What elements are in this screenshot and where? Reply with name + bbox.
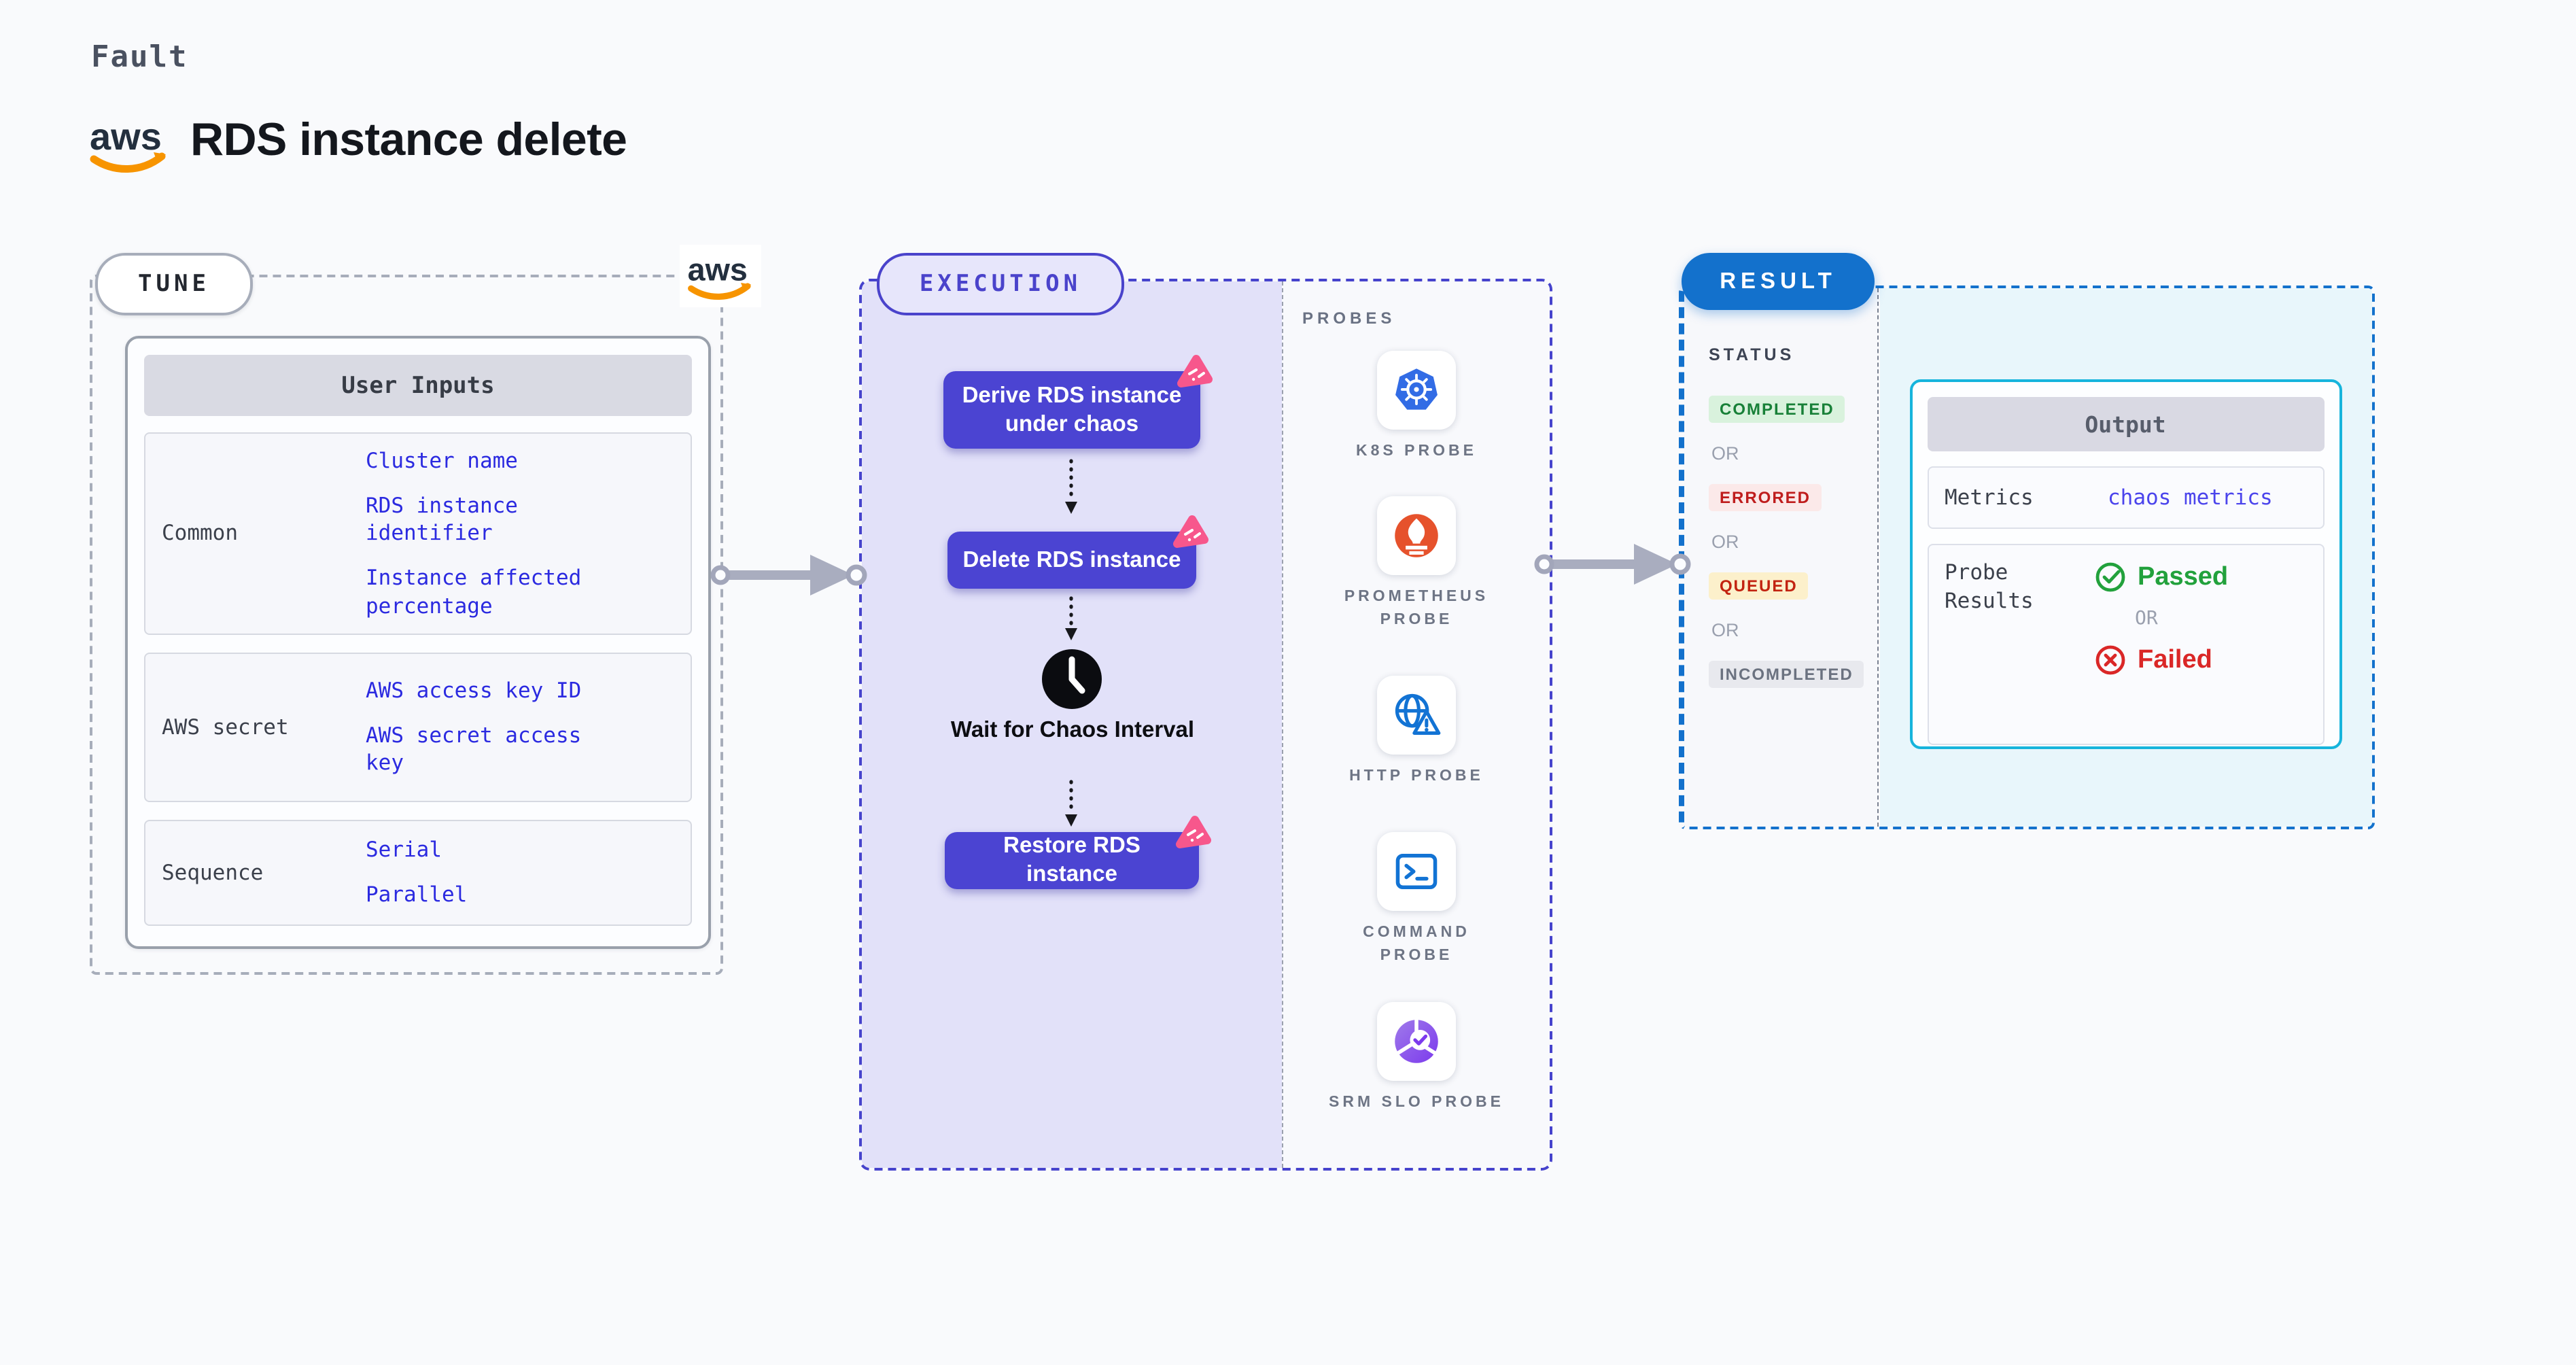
tune-pill: TUNE: [95, 253, 253, 315]
user-inputs-card: User Inputs Common Cluster name RDS inst…: [125, 336, 711, 949]
status-badge-errored: ERRORED: [1709, 484, 1822, 511]
input-value: Instance affected percentage: [366, 566, 582, 619]
execution-flow-pane: Derive RDS instance under chaos Delete R…: [862, 281, 1282, 1168]
status-heading: STATUS: [1709, 345, 1795, 364]
step-label: Derive RDS instance under chaos: [962, 383, 1182, 436]
flow-connector-icon: [1065, 596, 1077, 640]
user-inputs-row-aws-secret: AWS secret AWS access key ID AWS secret …: [144, 652, 692, 802]
passed-label: Passed: [2138, 562, 2229, 591]
probe-result-passed: Passed: [2094, 561, 2228, 593]
probe-label: K8S PROBE: [1356, 443, 1477, 460]
fault-kicker: Fault: [91, 41, 188, 75]
metrics-value: chaos metrics: [2108, 485, 2273, 510]
probes-pane: PROBES K8S PROBE: [1282, 281, 1550, 1168]
svg-text:aws: aws: [688, 252, 748, 288]
result-section: STATUS COMPLETED OR ERRORED OR QUEUED OR…: [1679, 286, 2375, 829]
command-probe-icon: [1377, 832, 1456, 911]
page-title: RDS instance delete: [190, 114, 627, 166]
status-badge-queued: QUEUED: [1709, 572, 1809, 600]
input-value: Cluster name: [366, 449, 518, 473]
step-wait-for-chaos-interval: Wait for Chaos Interval: [950, 718, 1195, 742]
probe-result-or: OR: [2135, 608, 2158, 629]
probe-results-label: Probe Results: [1945, 560, 2034, 613]
step-label: Delete RDS instance: [962, 547, 1181, 572]
probe-command: COMMAND PROBE: [1283, 832, 1550, 969]
step-delete-rds-instance: Delete RDS instance: [947, 515, 1208, 589]
input-value: AWS secret access key: [366, 723, 582, 776]
tune-section: [90, 275, 723, 975]
wait-clock-icon: [1040, 647, 1104, 718]
probe-result-failed: Failed: [2094, 644, 2228, 676]
probes-heading: PROBES: [1302, 309, 1396, 328]
result-divider: [1877, 288, 1879, 827]
probe-prometheus: PROMETHEUS PROBE: [1283, 496, 1550, 633]
user-inputs-header: User Inputs: [144, 355, 692, 416]
user-inputs-row-sequence: Sequence Serial Parallel: [144, 819, 692, 926]
check-circle-icon: [2095, 562, 2125, 592]
chaos-badge-icon: [1174, 353, 1214, 398]
probe-label: HTTP PROBE: [1349, 768, 1484, 784]
aws-logo-small: aws: [680, 245, 761, 307]
execution-section: Derive RDS instance under chaos Delete R…: [859, 279, 1552, 1171]
status-or: OR: [1711, 620, 1739, 640]
probe-label: PROMETHEUS PROBE: [1344, 589, 1489, 629]
output-row-metrics: Metrics chaos metrics: [1927, 466, 2324, 529]
input-value: AWS access key ID: [366, 678, 582, 703]
prometheus-probe-icon: [1377, 496, 1456, 575]
output-row-probe-results: Probe Results Passed OR: [1927, 544, 2324, 745]
user-inputs-row-common: Common Cluster name RDS instance identif…: [144, 432, 692, 635]
status-badge-incompleted: INCOMPLETED: [1709, 661, 1864, 688]
k8s-probe-icon: [1377, 351, 1456, 430]
output-pane: Output Metrics chaos metrics Probe Resul…: [1879, 288, 2372, 827]
probe-k8s: K8S PROBE: [1283, 351, 1550, 464]
step-label: Restore RDS instance: [1003, 833, 1141, 886]
input-value: Serial: [366, 837, 442, 863]
chaos-badge-icon: [1173, 814, 1213, 859]
x-circle-icon: [2095, 645, 2125, 675]
output-header: Output: [1927, 397, 2324, 451]
input-value: RDS instance identifier: [366, 494, 518, 546]
flow-arrow-execution-to-result: [1534, 544, 1691, 585]
failed-label: Failed: [2138, 645, 2212, 674]
step-restore-rds-instance: Restore RDS instance: [945, 816, 1211, 889]
chaos-badge-icon: [1170, 514, 1210, 558]
probe-label: SRM SLO PROBE: [1329, 1094, 1504, 1111]
status-badge-completed: COMPLETED: [1709, 396, 1845, 423]
input-value: Parallel: [366, 882, 468, 908]
status-or: OR: [1711, 532, 1739, 552]
flow-connector-icon: [1065, 780, 1077, 827]
svg-text:aws: aws: [90, 115, 162, 158]
execution-pill: EXECUTION: [877, 253, 1124, 315]
flow-connector-icon: [1065, 459, 1077, 514]
srm-slo-probe-icon: [1377, 1002, 1456, 1081]
status-column: STATUS COMPLETED OR ERRORED OR QUEUED OR…: [1684, 288, 1877, 827]
http-probe-icon: [1377, 676, 1456, 755]
probe-http: HTTP PROBE: [1283, 676, 1550, 789]
probe-srm-slo: SRM SLO PROBE: [1283, 1002, 1550, 1116]
flow-arrow-tune-to-execution: [710, 555, 867, 595]
step-derive-rds-instance: Derive RDS instance under chaos: [943, 355, 1213, 449]
status-or: OR: [1711, 443, 1739, 464]
metrics-label: Metrics: [1945, 485, 2034, 510]
result-pill: RESULT: [1682, 253, 1875, 310]
aws-logo: aws: [87, 111, 171, 184]
probe-label: COMMAND PROBE: [1363, 925, 1470, 965]
row-label: AWS secret: [162, 714, 289, 740]
output-panel: Output Metrics chaos metrics Probe Resul…: [1909, 379, 2342, 749]
row-label: Sequence: [162, 860, 264, 885]
row-label: Common: [162, 521, 238, 546]
